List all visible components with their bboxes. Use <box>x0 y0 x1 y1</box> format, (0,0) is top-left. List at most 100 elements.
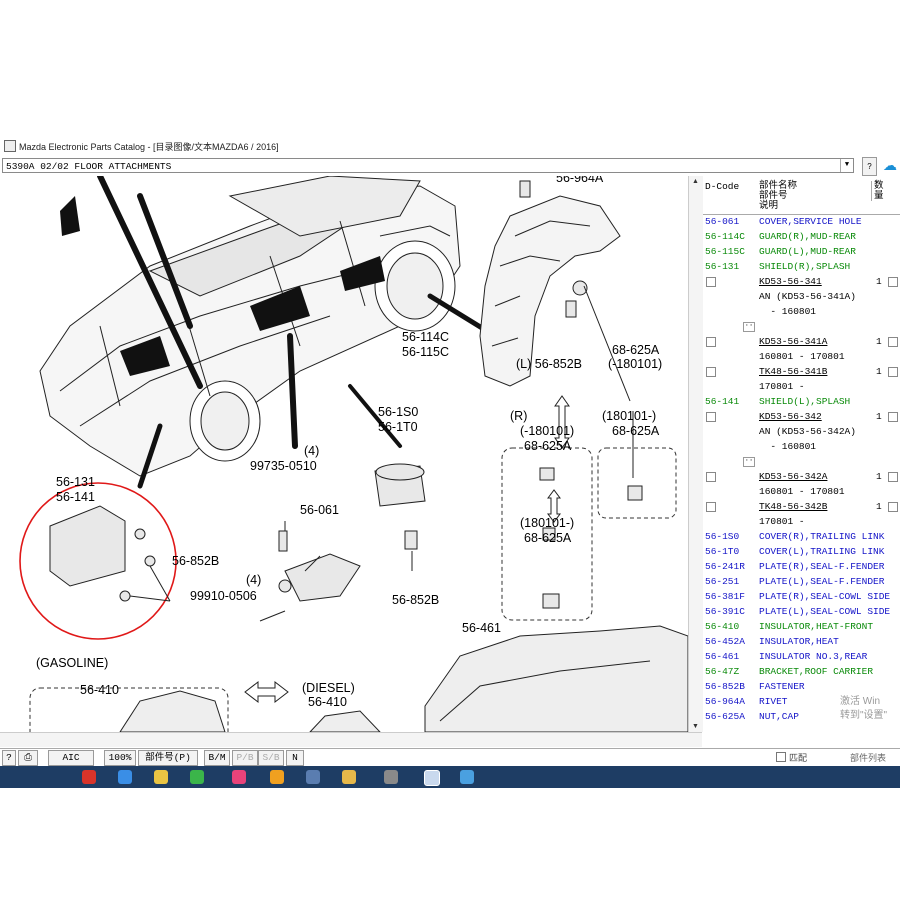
part-select-checkbox[interactable] <box>706 337 716 347</box>
app-blue-icon[interactable] <box>306 770 320 784</box>
label-56-131[interactable]: 56-131 <box>56 475 95 489</box>
part-number-button[interactable]: 部件号(P) <box>138 750 198 766</box>
pb-button[interactable]: P/B <box>232 750 258 766</box>
print-icon[interactable]: ⎙ <box>18 750 38 766</box>
wechat-icon[interactable] <box>190 770 204 784</box>
parts-catalog-task-icon[interactable] <box>424 770 440 786</box>
part-select-checkbox[interactable] <box>706 502 716 512</box>
aic-button[interactable]: AIC <box>48 750 94 766</box>
quantity-checkbox[interactable] <box>888 337 898 347</box>
browser-icon[interactable] <box>82 770 96 784</box>
files-icon[interactable] <box>342 770 356 784</box>
label-56-410-a[interactable]: 56-410 <box>80 683 119 697</box>
label-68-625A-a[interactable]: 68-625A <box>612 343 660 357</box>
folder-icon[interactable] <box>154 770 168 784</box>
help-tool-icon[interactable]: ? <box>2 750 16 766</box>
bm-button[interactable]: B/M <box>204 750 230 766</box>
label-56-852B-a[interactable]: 56-852B <box>172 554 219 568</box>
sb-button[interactable]: S/B <box>258 750 284 766</box>
app-icon <box>4 140 16 152</box>
expand-row[interactable]: ·· <box>703 454 900 469</box>
part-number[interactable]: KD53-56-341A <box>759 336 828 347</box>
label-L-56-852B[interactable]: (L) 56-852B <box>516 357 582 371</box>
cloud-icon[interactable]: ☁ <box>880 157 900 174</box>
label-56-061[interactable]: 56-061 <box>300 503 339 517</box>
quantity-checkbox[interactable] <box>888 367 898 377</box>
quantity-checkbox[interactable] <box>888 277 898 287</box>
quantity-checkbox[interactable] <box>888 412 898 422</box>
n-button[interactable]: N <box>286 750 304 766</box>
app-sky-icon[interactable] <box>460 770 474 784</box>
match-checkbox[interactable]: 匹配 <box>776 751 807 764</box>
more-options-icon[interactable]: ·· <box>743 322 755 332</box>
part-number[interactable]: KD53-56-342A <box>759 471 828 482</box>
label-56-964A[interactable]: 56-964A <box>556 176 604 185</box>
more-options-icon[interactable]: ·· <box>743 457 755 467</box>
expand-row[interactable]: ·· <box>703 319 900 334</box>
zoom-button[interactable]: 100% <box>104 750 136 766</box>
quantity-checkbox[interactable] <box>888 502 898 512</box>
app-pink-icon[interactable] <box>232 770 246 784</box>
part-number[interactable]: TK48-56-342B <box>759 501 828 512</box>
part-select-checkbox[interactable] <box>706 367 716 377</box>
label-56-461[interactable]: 56-461 <box>462 621 501 635</box>
scroll-up-icon[interactable]: ▲ <box>692 178 699 185</box>
label-99910-0506[interactable]: 99910-0506 <box>190 589 257 603</box>
label-diesel: (DIESEL) <box>302 681 355 695</box>
label-56-141[interactable]: 56-141 <box>56 490 95 504</box>
label-68-625A-c[interactable]: 68-625A <box>524 531 572 545</box>
quantity-checkbox[interactable] <box>888 472 898 482</box>
part-dcode: 56-114C <box>705 231 745 242</box>
part-select-checkbox[interactable] <box>706 472 716 482</box>
diagram-horizontal-scrollbar[interactable] <box>0 732 702 747</box>
page-selector[interactable]: 5390A 02/02 FLOOR ATTACHMENTS ▼ <box>2 158 854 173</box>
part-select-checkbox[interactable] <box>706 277 716 287</box>
app-orange-icon[interactable] <box>270 770 284 784</box>
chevron-down-icon[interactable]: ▼ <box>840 159 853 172</box>
part-number[interactable]: KD53-56-342 <box>759 411 822 422</box>
part-select-checkbox[interactable] <box>706 412 716 422</box>
help-icon[interactable]: ? <box>862 157 877 176</box>
label-68-625A-d[interactable]: 68-625A <box>612 424 660 438</box>
parts-list-tab[interactable]: 部件列表 <box>850 753 887 763</box>
part-number[interactable]: TK48-56-341B <box>759 366 828 377</box>
app-gray-icon[interactable] <box>384 770 398 784</box>
label-56-1T0[interactable]: 56-1T0 <box>378 420 418 434</box>
label-56-410-b[interactable]: 56-410 <box>308 695 347 709</box>
edge-icon[interactable] <box>118 770 132 784</box>
label-99735-0510[interactable]: 99735-0510 <box>250 459 317 473</box>
label-56-852B-b[interactable]: 56-852B <box>392 593 439 607</box>
label-56-114C[interactable]: 56-114C <box>402 330 449 344</box>
label-56-1S0[interactable]: 56-1S0 <box>378 405 418 419</box>
label-68-625A-b[interactable]: 68-625A <box>524 439 572 453</box>
label-56-115C[interactable]: 56-115C <box>402 345 449 359</box>
match-checkbox-box[interactable] <box>776 752 786 762</box>
scroll-down-icon[interactable]: ▼ <box>692 723 699 730</box>
part-number[interactable]: KD53-56-341 <box>759 276 822 287</box>
diagram-vertical-scrollbar[interactable]: ▲ ▼ <box>688 176 703 732</box>
